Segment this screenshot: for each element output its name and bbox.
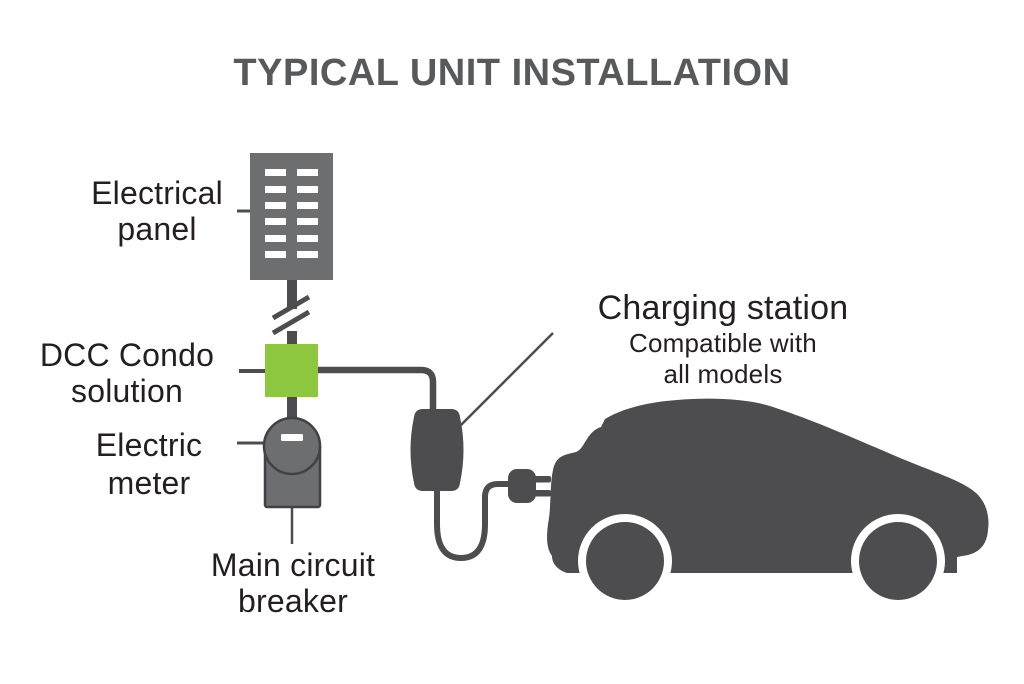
break-slash-bottom <box>271 309 311 336</box>
plug-icon <box>508 469 551 503</box>
panel-breaker-slots <box>265 169 318 258</box>
charging-station-label-sub2: all models <box>663 358 783 389</box>
charging-station-label-sub1: Compatible with <box>629 328 817 359</box>
main-circuit-breaker-label: Main circuit breaker <box>173 547 413 620</box>
wire-dcc-to-station <box>318 366 437 412</box>
charging-station-icon <box>410 409 464 491</box>
break-slash-top <box>271 294 311 321</box>
plug-prong-bottom <box>533 490 551 497</box>
plug-prong-top <box>533 476 551 483</box>
electric-meter-icon <box>262 416 322 509</box>
charging-cable <box>434 481 511 562</box>
electrical-panel-icon <box>250 153 333 280</box>
dcc-device-icon <box>265 344 318 397</box>
leader-charging-station <box>456 332 554 430</box>
main-circuit-breaker-label-line2: breaker <box>238 582 348 619</box>
plug-body <box>508 469 536 503</box>
electric-meter-label: Electric meter <box>39 426 259 503</box>
dcc-condo-label-line1: DCC Condo <box>39 337 215 373</box>
page-title: TYPICAL UNIT INSTALLATION <box>233 52 791 94</box>
electric-meter-label-line1: Electric <box>95 427 203 463</box>
front-wheel <box>586 522 664 600</box>
car-icon <box>547 398 989 608</box>
electric-meter-label-line2: meter <box>107 465 191 502</box>
meter-display <box>281 434 303 441</box>
charging-station-label-title: Charging station <box>597 289 849 327</box>
electrical-panel-label-line1: Electrical <box>91 175 223 211</box>
electrical-panel-label-line2: panel <box>117 210 197 247</box>
dcc-condo-label-line2: solution <box>71 372 183 409</box>
charging-station-label: Charging station Compatible with all mod… <box>558 289 888 389</box>
rear-wheel <box>859 522 937 600</box>
wire-break-icon <box>271 280 311 346</box>
main-circuit-breaker-label-line1: Main circuit <box>210 547 376 583</box>
electrical-panel-label: Electrical panel <box>47 175 267 248</box>
meter-dial <box>262 416 322 476</box>
leader-lines <box>237 209 554 544</box>
dcc-condo-label: DCC Condo solution <box>17 337 237 410</box>
